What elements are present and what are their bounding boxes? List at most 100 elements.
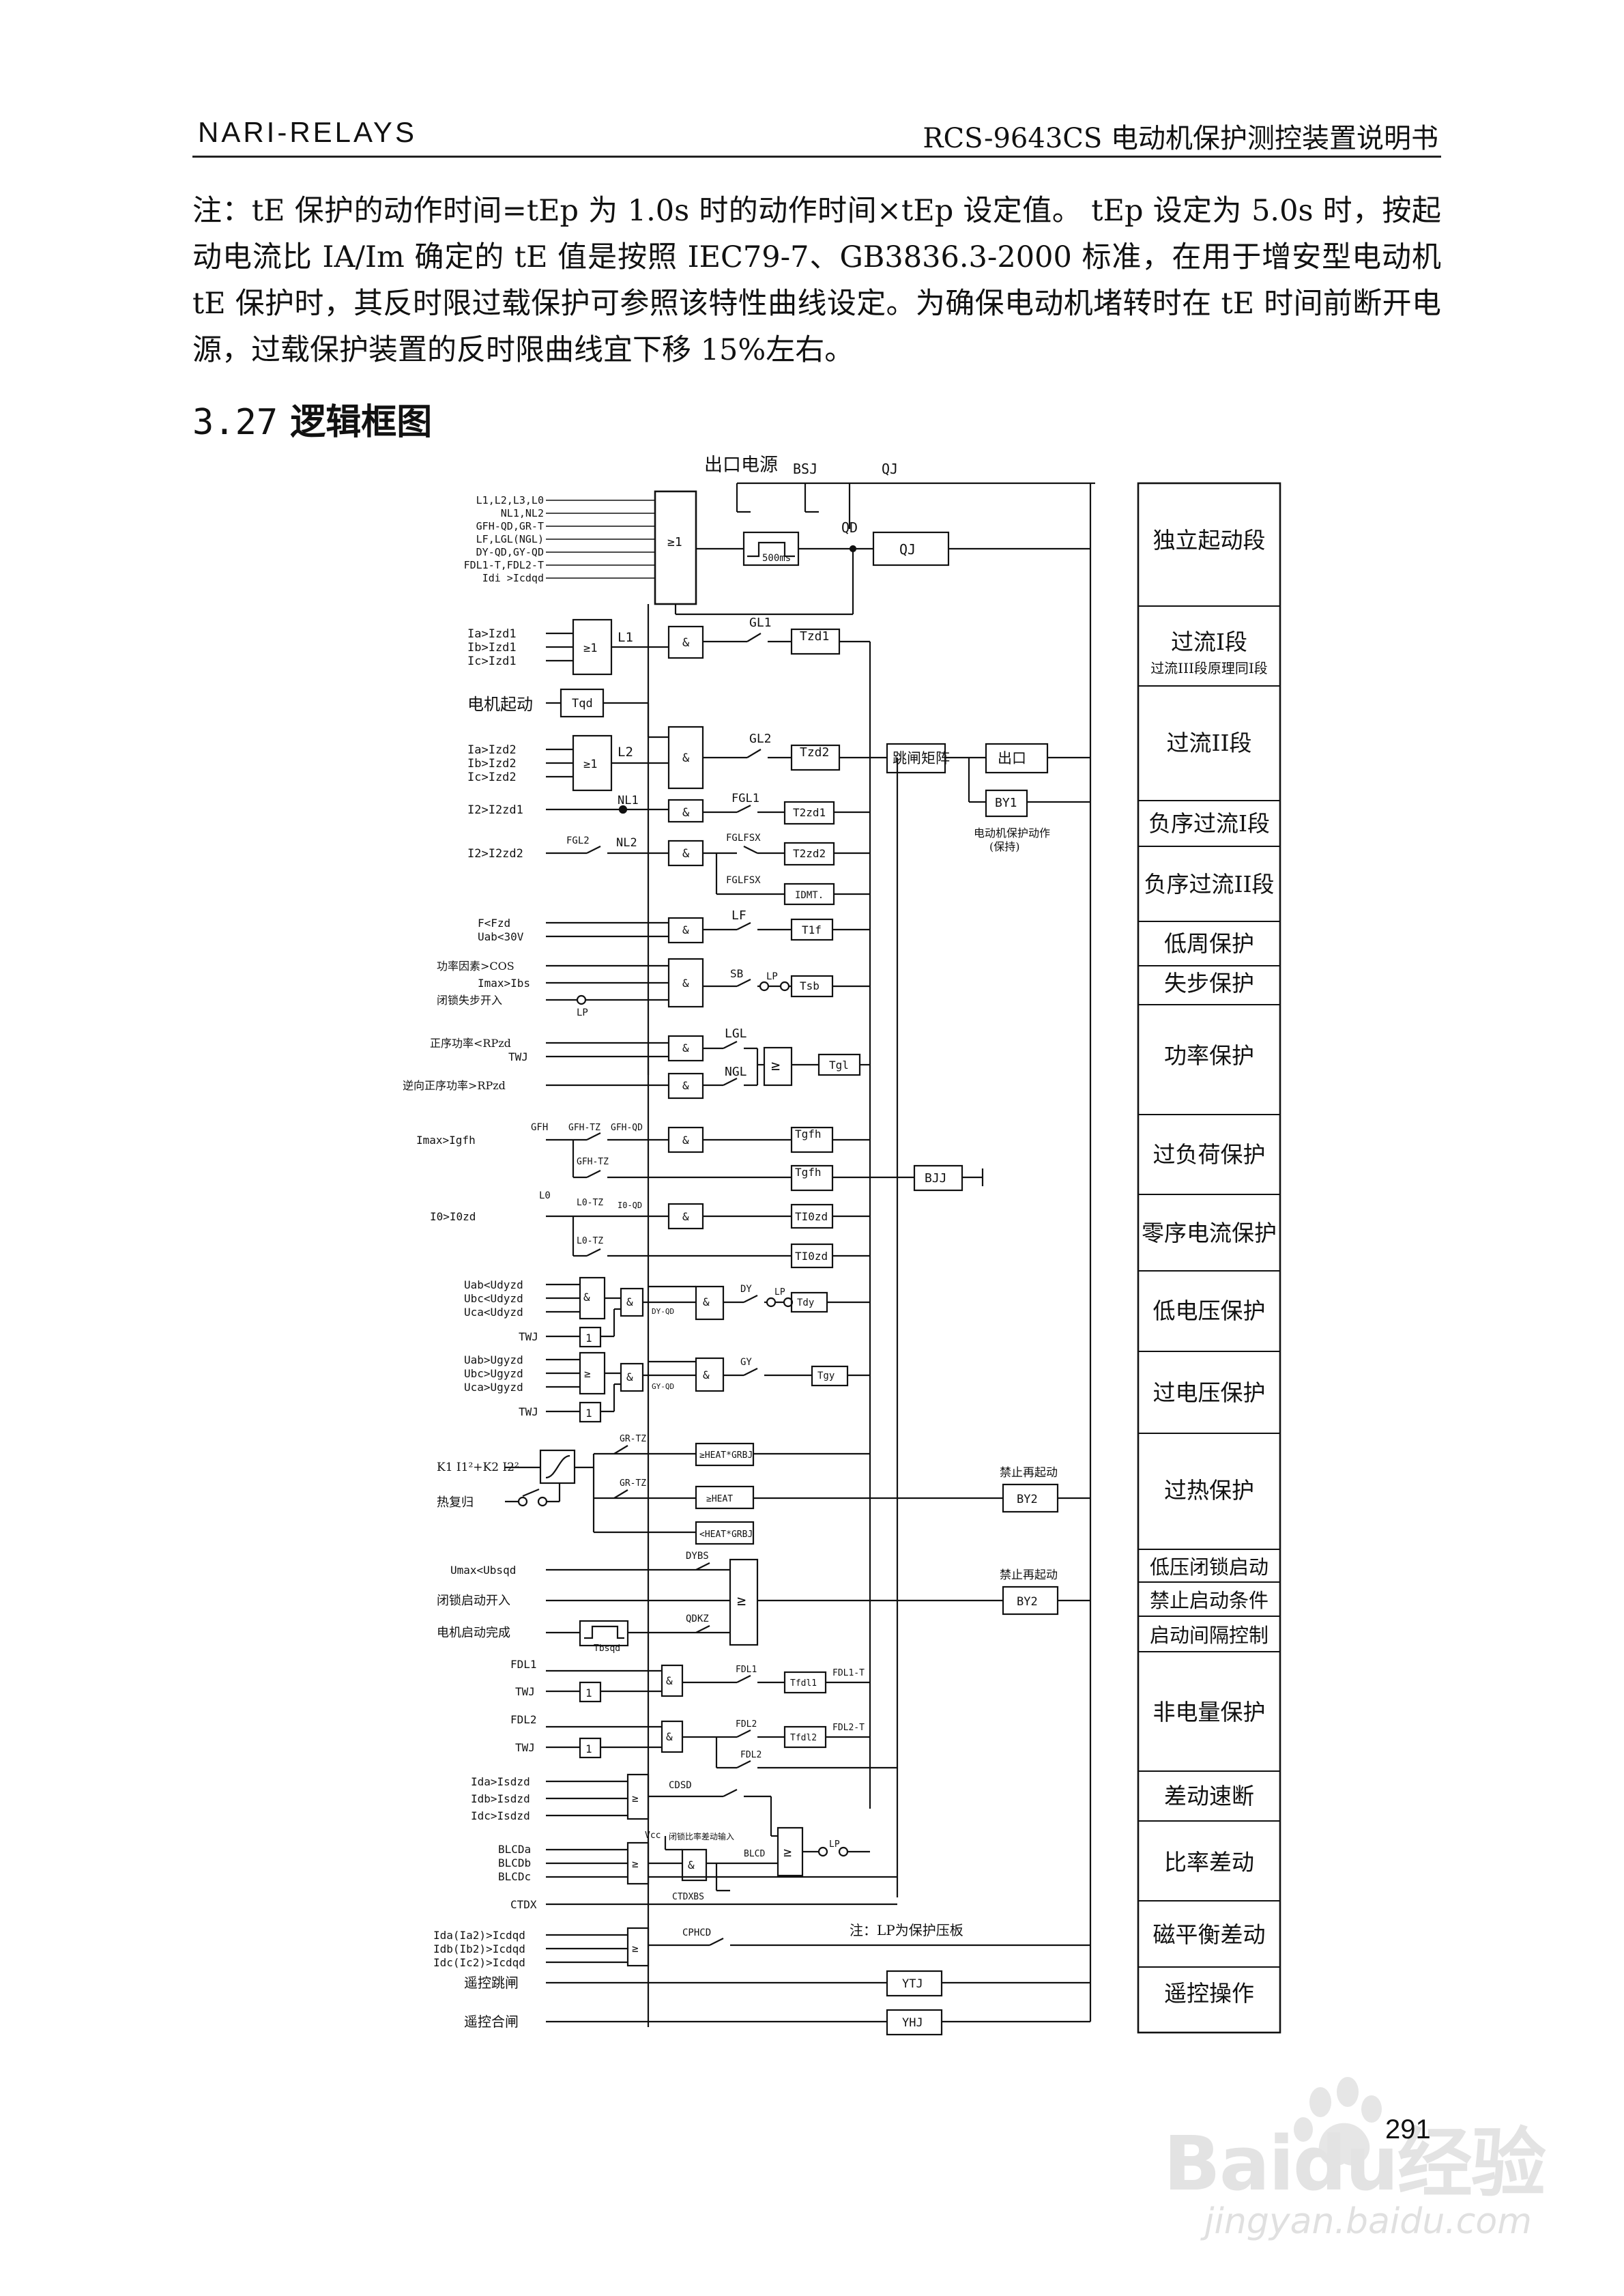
step-input-block: 闭锁失步开入 [437,994,502,1007]
fgl1-label: FGL1 [731,792,759,805]
fdl2-input: FDL2 [510,1713,537,1726]
tbsqd-label: Tbsqd [594,1644,620,1654]
restart-input-u: Umax<Ubsqd [450,1564,516,1577]
ov-input-twj: TWJ [519,1405,538,1418]
svg-text:&: & [682,1042,689,1054]
tdy-label: Tdy [797,1297,814,1308]
label-step: 失步保护 [1164,970,1254,996]
ctdx-label: CTDX [510,1898,537,1911]
label-lv-block: 低压闭锁启动 [1150,1555,1268,1579]
tzd1-label: Tzd1 [800,629,829,644]
label-overvolt: 过电压保护 [1153,1379,1266,1406]
tzd2-label: Tzd2 [800,745,829,760]
sb-label: SB [730,967,743,980]
zero-input: I0>I0zd [430,1210,476,1223]
svg-text:≥: ≥ [632,1792,639,1805]
cphcd-label: CPHCD [682,1927,711,1938]
fdl2b-label: FDL2 [740,1750,762,1760]
power-input-rp: 正序功率<RPzd [430,1037,511,1050]
restart-by2-label: BY2 [1017,1595,1038,1609]
svg-text:&: & [682,751,690,765]
l1-label: L1 [618,630,633,645]
idmt-label: IDMT. [795,890,824,901]
fglfsx-label: FGLFSX [726,833,761,844]
gl1-label: GL1 [749,616,772,630]
oc1-or-label: ≥1 [583,642,597,655]
tgfh2-label: Tgfh [795,1166,822,1179]
svg-text:&: & [583,1291,590,1304]
dybs-label: DYBS [686,1551,709,1562]
svg-text:&: & [682,1134,689,1147]
undervolt-section: Uab<Udyzd Ubc<Udyzd Uca<Udyzd TWJ &1 && … [464,1276,870,1348]
step-lp-label: LP [577,1007,588,1018]
label-thermal: 过热保护 [1164,1477,1254,1504]
power-ge-label: ≥ [771,1057,780,1074]
lgl-label: LGL [725,1027,747,1041]
out-power-label: 出口电源 [704,455,778,476]
exit-label: 出口 [998,750,1026,766]
uv-input-ab: Uab<Udyzd [464,1278,523,1291]
nl2-label: NL2 [616,836,637,850]
ov-input-ab: Uab>Ugyzd [464,1353,523,1366]
thermal-section: K1 I1²+K2 I2² 热复归 GR-TZ GR-TZ ≥HEAT*GRBJ… [437,1434,1090,1545]
remote-section: 遥控跳闸 遥控合闸 YTJ YHJ [464,1970,1090,2036]
ytj-label: YTJ [902,1977,923,1991]
motor-start-label: 电机起动 [467,695,533,714]
paw-watermark-icon [1294,2077,1382,2166]
label-independent-start: 独立起动段 [1153,527,1266,554]
fdl1t-label: FDL1-T [832,1668,865,1678]
svg-text:≥: ≥ [584,1367,591,1380]
lock-in-label: 闭锁比率差动输入 [669,1831,734,1841]
oc1-input-b: Ib>Izd1 [467,641,517,655]
gfhtz-label: GFH-TZ [568,1123,600,1133]
label-oc2: 过流II段 [1166,730,1251,756]
gfhqd-label: GFH-QD [611,1123,643,1133]
l0-label: L0 [539,1190,551,1201]
diff-lp-label: LP [829,1839,840,1850]
tfdl2-label: Tfdl2 [790,1733,817,1743]
tgy-label: Tgy [817,1371,835,1381]
step-lp2-label: LP [766,971,778,982]
restart-inhibit-label: 禁止再起动 [1000,1568,1058,1582]
dy-lp-label: LP [774,1287,785,1297]
blcd-input-b: BLCDb [498,1856,531,1869]
lowfreq-step-section: F<Fzd Uab<30V & LF T1f 功率因素>COS Imax>Ibs… [437,908,870,1018]
fgl2-label: FGL2 [566,835,590,846]
label-zero-seq: 零序电流保护 [1142,1220,1277,1246]
svg-text:&: & [682,847,690,861]
power-input-twj: TWJ [508,1050,528,1063]
label-start-interval: 启动间隔控制 [1150,1624,1268,1647]
step-input-pf: 功率因素>COS [437,960,514,973]
oc2-input-a: Ia>Izd2 [467,743,517,757]
section-title: 逻辑框图 [290,402,433,443]
svg-text:&: & [682,636,690,650]
t2zd2-label: T2zd2 [793,847,826,860]
restart-input-done: 电机启动完成 [437,1626,510,1640]
motor-prot-hold: (保持) [989,840,1020,853]
flux-input-a: Ida(Ia2)>Icdqd [433,1929,525,1942]
restart-input-block: 闭锁启动开入 [437,1594,510,1608]
heat-box2: ≥HEAT [706,1494,733,1504]
lowf-input-f: F<Fzd [478,917,510,930]
l2-label: L2 [618,745,633,760]
qdkz-label: QDKZ [686,1613,709,1624]
svg-text:1: 1 [585,1407,592,1420]
oc2-or-label: ≥1 [583,758,597,771]
remote-trip-label: 遥控跳闸 [464,1975,519,1991]
step-input-ibs: Imax>Ibs [478,977,530,990]
neg2-input: I2>I2zd2 [467,847,523,861]
blcd-input-a: BLCDa [498,1843,531,1856]
tgl-label: Tgl [829,1059,849,1072]
baidu-watermark-url: jingyan.baidu.com [1204,2201,1532,2242]
baidu-watermark: Baidu经验 [1163,2120,1546,2207]
fdl2-contact: FDL2 [736,1719,757,1730]
gyqd-label: GY-QD [652,1382,674,1391]
top-start-section: L1,L2,L3,L0 NL1,NL2 GFH-QD,GR-T LF,LGL(N… [464,455,1090,616]
svg-text:&: & [703,1295,710,1308]
top-input-5: DY-QD,GY-QD [476,546,544,558]
tsb-label: Tsb [800,979,820,992]
oc2-input-b: Ib>Izd2 [467,757,517,771]
label-ratio-diff: 比率差动 [1164,1849,1254,1876]
label-oc3-note: 过流III段原理同I段 [1150,660,1268,676]
oc1-input-c: Ic>Izd1 [467,655,517,668]
